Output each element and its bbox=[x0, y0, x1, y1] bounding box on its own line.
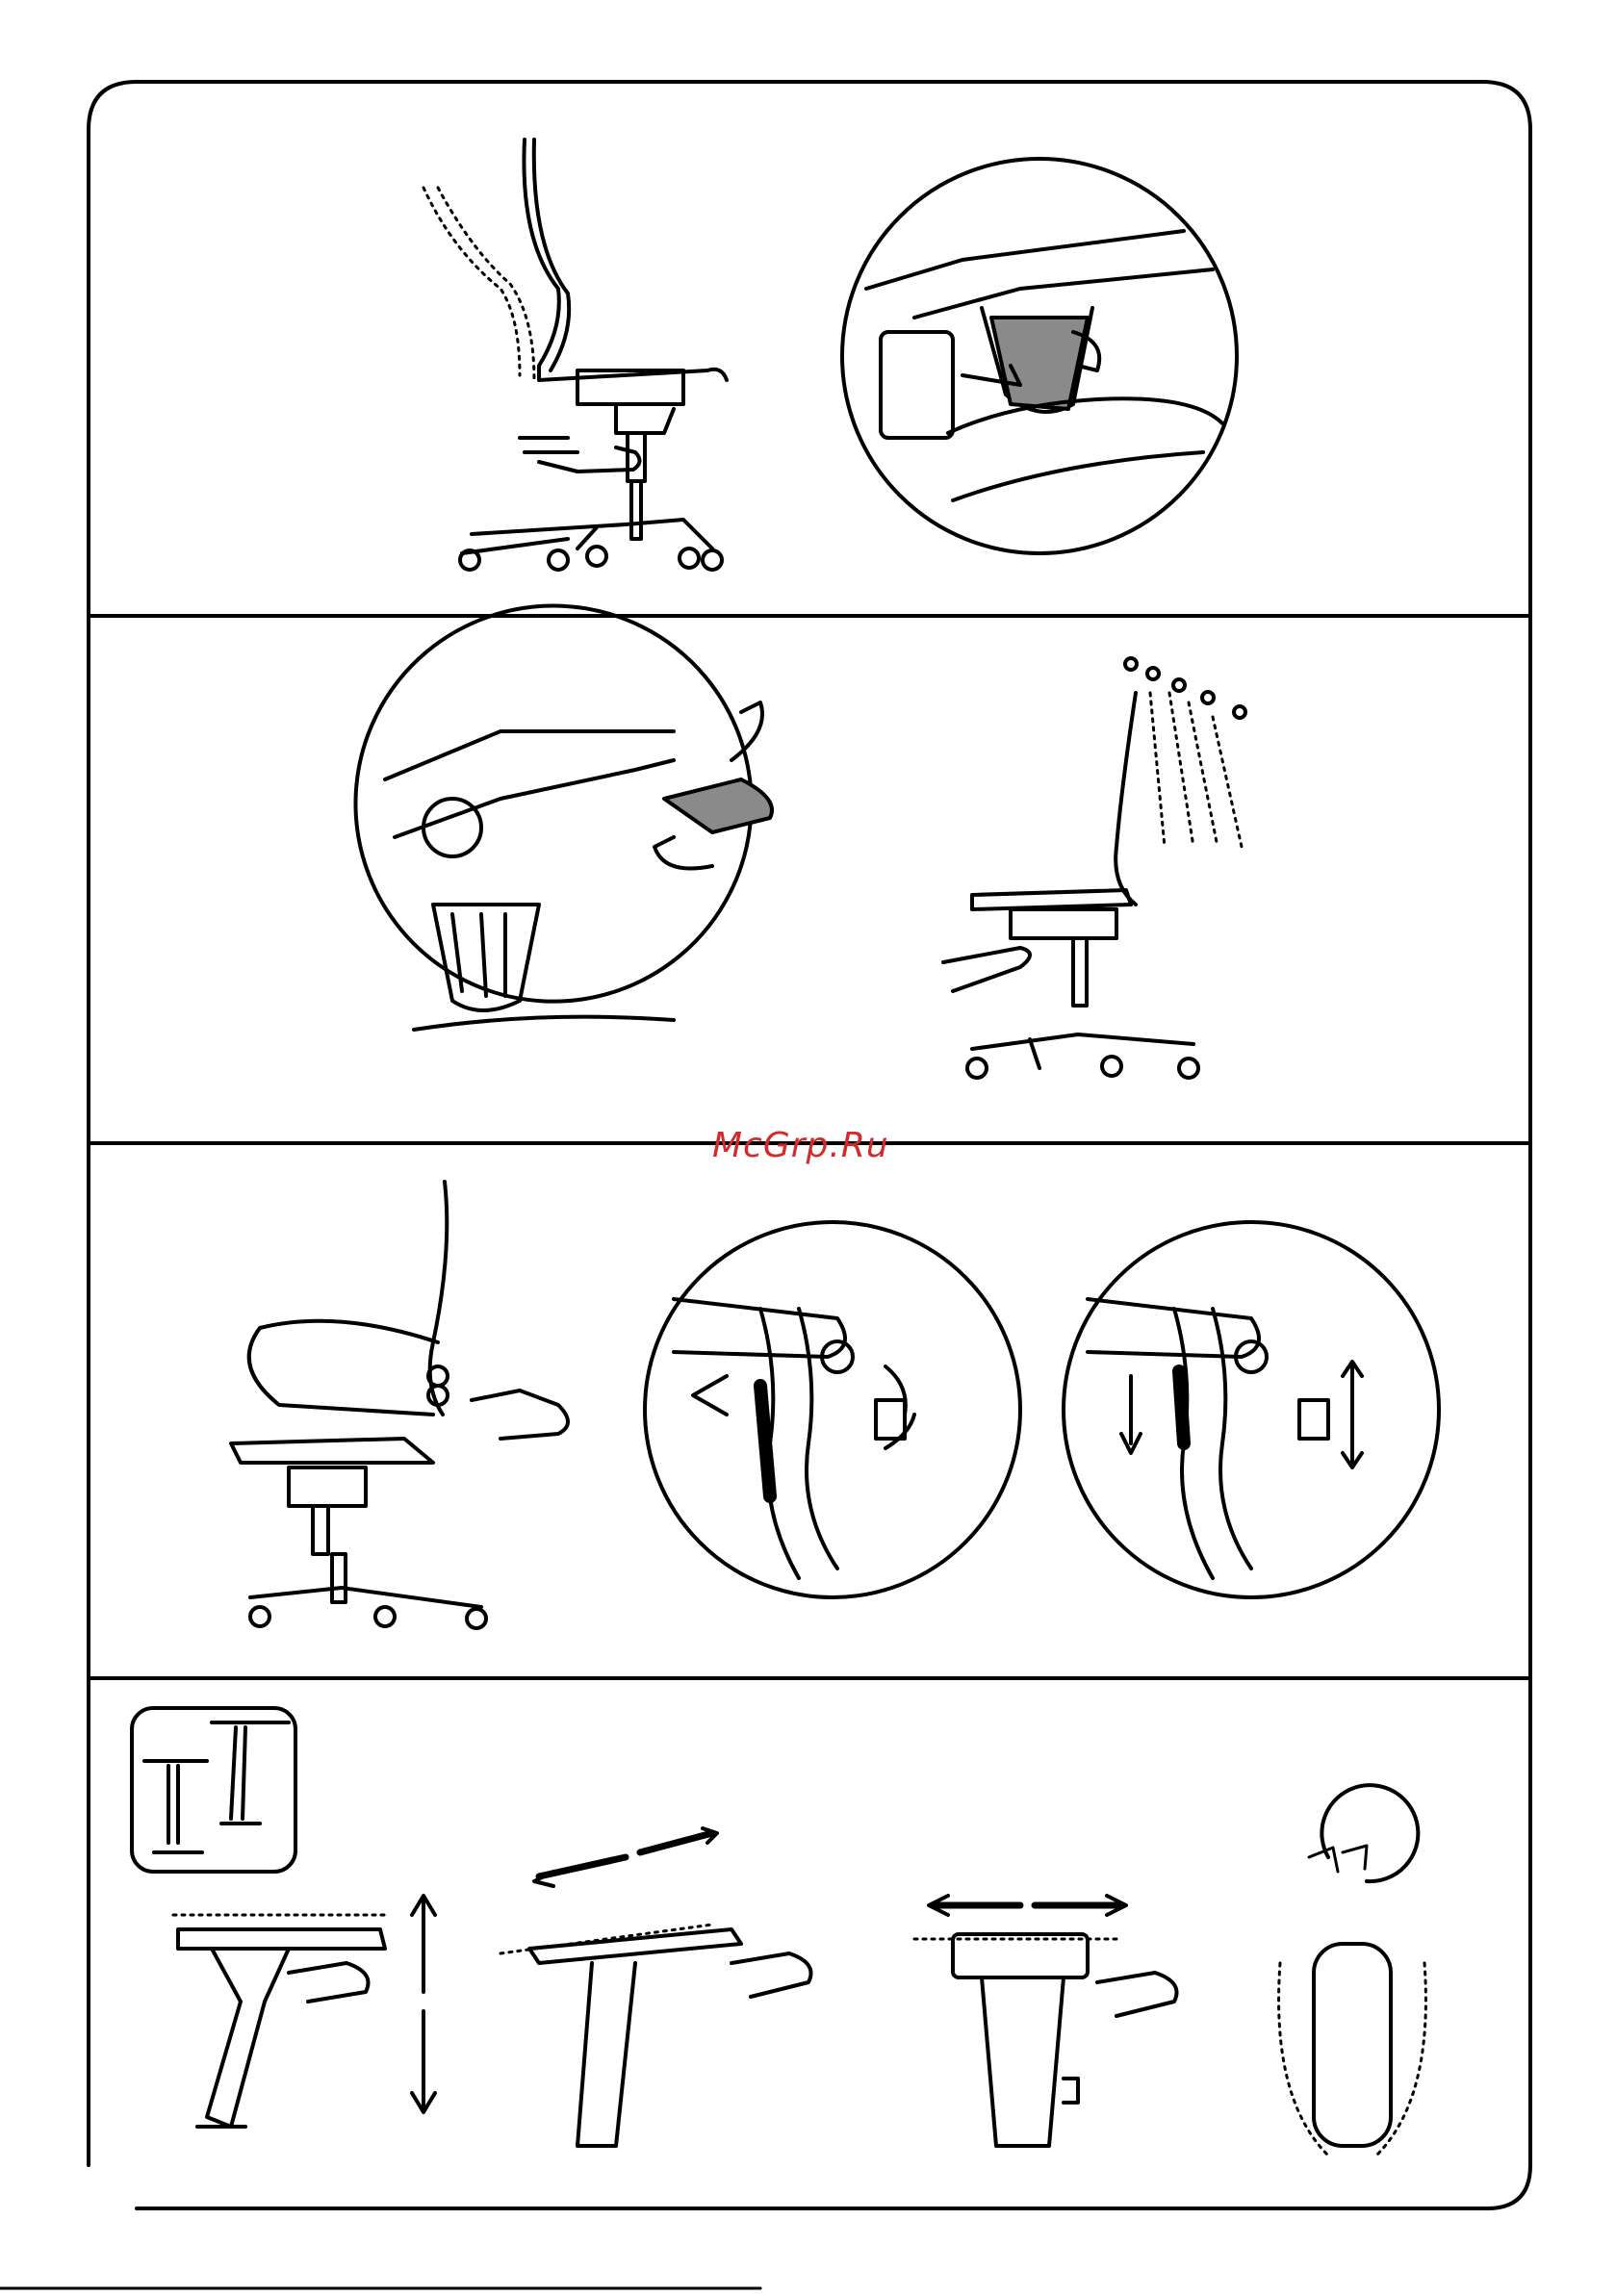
armrest-depth bbox=[500, 1828, 811, 2146]
chair-side-backrest-positions bbox=[943, 658, 1245, 1078]
armrest-icon bbox=[132, 1708, 295, 1872]
chair-side-back-knob bbox=[231, 1182, 568, 1628]
mechanism-zoom-gas-lift bbox=[842, 159, 1237, 553]
armrest-height bbox=[173, 1896, 435, 2127]
armrest-width bbox=[914, 1896, 1177, 2146]
chair-side-hand-lever bbox=[423, 140, 727, 570]
armrest-rotate bbox=[1279, 1785, 1426, 2156]
lumbar-zoom-slide bbox=[1064, 1222, 1439, 1597]
watermark-text: McGrp.Ru bbox=[712, 1126, 889, 1165]
mechanism-zoom-lever-rotate bbox=[355, 606, 772, 1030]
lumbar-zoom-rotate bbox=[645, 1222, 1020, 1597]
